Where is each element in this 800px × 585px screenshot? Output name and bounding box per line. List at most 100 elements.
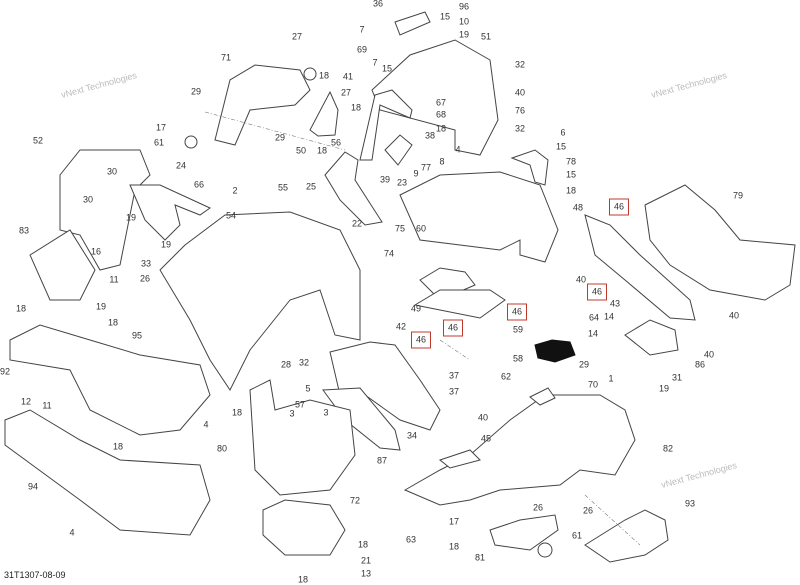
- callout-87: 87: [376, 455, 388, 466]
- callout-50: 50: [295, 145, 307, 156]
- callout-17: 17: [448, 516, 460, 527]
- callout-60: 60: [415, 223, 427, 234]
- callout-29: 29: [274, 132, 286, 143]
- part-49-panel: [413, 289, 506, 319]
- part-50-bracket: [309, 90, 339, 137]
- callout-69: 69: [356, 44, 368, 55]
- callout-14: 14: [587, 328, 599, 339]
- part-83-skid-guard: [29, 229, 96, 301]
- part-74-front-fender: [159, 211, 361, 391]
- callout-18: 18: [107, 317, 119, 328]
- callout-18: 18: [357, 539, 369, 550]
- callout-78: 78: [565, 156, 577, 167]
- callout-3: 3: [323, 407, 329, 418]
- centerlines: [204, 111, 641, 546]
- callout-18: 18: [15, 303, 27, 314]
- callout-18: 18: [435, 123, 447, 134]
- callout-45: 45: [480, 433, 492, 444]
- callout-3: 3: [289, 408, 295, 419]
- part-61-cap-rear: [537, 542, 553, 558]
- callout-6: 6: [560, 127, 566, 138]
- callout-5: 5: [305, 383, 311, 394]
- callout-27: 27: [291, 31, 303, 42]
- part-86-tail-light: [624, 319, 679, 356]
- callout-31: 31: [671, 372, 683, 383]
- callout-24: 24: [175, 160, 187, 171]
- callout-55: 55: [277, 182, 289, 193]
- callout-10: 10: [458, 16, 470, 27]
- callout-30: 30: [106, 166, 118, 177]
- highlighted-callout-46: 46: [608, 198, 630, 216]
- callout-37: 37: [448, 370, 460, 381]
- part-81-tail-panel: [489, 514, 559, 551]
- callout-41: 41: [342, 71, 354, 82]
- callout-63: 63: [405, 534, 417, 545]
- callout-26: 26: [582, 505, 594, 516]
- part-45-plate: [438, 449, 481, 469]
- part-71-rear-fender-bracket: [214, 64, 311, 146]
- callout-40: 40: [703, 349, 715, 360]
- callout-19: 19: [458, 29, 470, 40]
- callout-58: 58: [512, 353, 524, 364]
- drawing-code: 31T1307-08-09: [4, 570, 66, 580]
- callout-23: 23: [396, 177, 408, 188]
- callout-56: 56: [330, 137, 342, 148]
- callout-71: 71: [220, 52, 232, 63]
- callout-18: 18: [448, 541, 460, 552]
- callout-29: 29: [190, 86, 202, 97]
- callout-11: 11: [42, 400, 52, 411]
- callout-39: 39: [379, 174, 391, 185]
- callout-64: 64: [588, 312, 600, 323]
- part-77-plate: [384, 134, 413, 166]
- callout-83: 83: [18, 225, 30, 236]
- callout-79: 79: [732, 190, 744, 201]
- parts: [4, 11, 796, 563]
- callout-42: 42: [395, 321, 407, 332]
- callout-38: 38: [424, 130, 436, 141]
- part-72-floor-mat: [262, 499, 346, 556]
- callout-32: 32: [514, 59, 526, 70]
- callout-15: 15: [439, 11, 451, 22]
- callout-26: 26: [139, 273, 151, 284]
- callout-21: 21: [360, 555, 372, 566]
- callout-28: 28: [280, 359, 292, 370]
- callout-2: 2: [232, 185, 238, 196]
- callout-11: 11: [109, 274, 119, 285]
- callout-1: 1: [608, 373, 614, 384]
- part-51-dashboard: [371, 39, 499, 156]
- callout-76: 76: [514, 105, 526, 116]
- callout-70: 70: [587, 379, 599, 390]
- callout-36: 36: [372, 0, 384, 9]
- callout-16: 16: [90, 246, 102, 257]
- callout-8: 8: [439, 156, 445, 167]
- callout-15: 15: [565, 169, 577, 180]
- callout-18: 18: [350, 102, 362, 113]
- callout-72: 72: [349, 495, 361, 506]
- callout-74: 74: [383, 248, 395, 259]
- callout-4: 4: [203, 419, 209, 430]
- callout-25: 25: [305, 181, 317, 192]
- callout-49: 49: [410, 303, 422, 314]
- callout-40: 40: [514, 87, 526, 98]
- callout-80: 80: [216, 443, 228, 454]
- callout-59: 59: [512, 324, 524, 335]
- callout-93: 93: [684, 498, 696, 509]
- callout-19: 19: [160, 239, 172, 250]
- callout-62: 62: [500, 371, 512, 382]
- callout-51: 51: [480, 31, 492, 42]
- callout-82: 82: [662, 443, 674, 454]
- callout-18: 18: [565, 185, 577, 196]
- callout-27: 27: [340, 87, 352, 98]
- callout-57: 57: [294, 399, 306, 410]
- callout-7: 7: [359, 24, 365, 35]
- part-59-pad: [534, 339, 576, 363]
- part-48-front-fascia: [399, 171, 559, 263]
- callout-37: 37: [448, 386, 460, 397]
- callout-77: 77: [420, 162, 432, 173]
- callout-40: 40: [477, 412, 489, 423]
- callout-26: 26: [532, 502, 544, 513]
- callout-33: 33: [140, 258, 152, 269]
- callout-4: 4: [69, 527, 75, 538]
- callout-92: 92: [0, 366, 11, 377]
